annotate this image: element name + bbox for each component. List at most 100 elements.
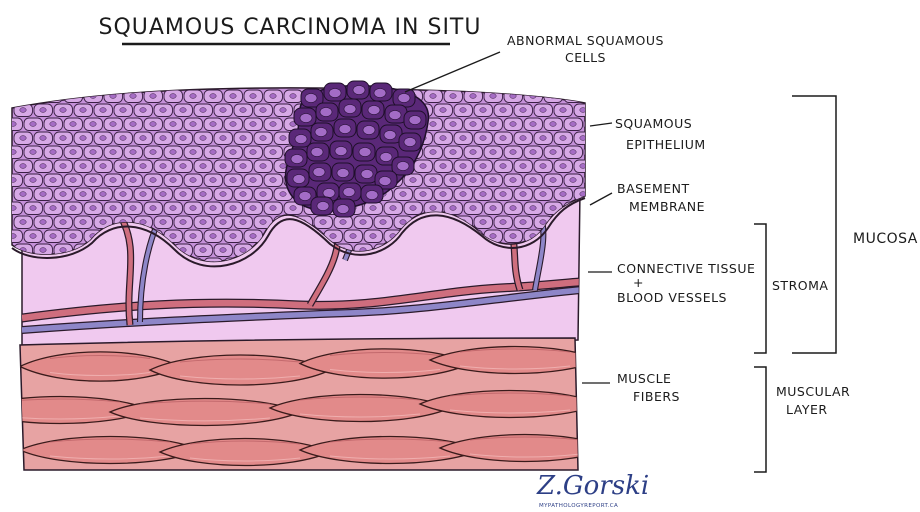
abnormal-cell — [309, 163, 331, 181]
epithelial-cell — [364, 202, 383, 215]
epithelial-cell — [554, 188, 573, 201]
epithelial-cell — [564, 174, 583, 187]
epithelial-cell — [204, 118, 223, 131]
epithelial-cell — [444, 90, 463, 103]
epithelial-cell — [54, 160, 73, 173]
epithelial-cell — [64, 146, 83, 159]
epithelial-cell — [64, 174, 83, 187]
epithelial-cell — [204, 90, 223, 103]
epithelial-cell — [144, 118, 163, 131]
epithelial-cell — [104, 174, 123, 187]
abnormal-cell — [353, 143, 375, 161]
epithelial-cell — [154, 188, 173, 201]
epithelial-cell — [554, 132, 573, 145]
epithelial-cell — [264, 146, 283, 159]
leader-squamous-epithelium — [590, 123, 612, 126]
epithelial-cell — [554, 104, 573, 117]
abnormal-cell — [333, 199, 355, 217]
epithelial-cell — [234, 160, 253, 173]
epithelial-cell — [14, 160, 33, 173]
epithelial-cell — [194, 104, 213, 117]
muscle-layer — [0, 338, 610, 470]
epithelial-cell — [4, 146, 23, 159]
abnormal-cell — [362, 101, 384, 119]
label-connective-2: BLOOD VESSELS — [617, 290, 727, 305]
epithelial-cell — [534, 104, 553, 117]
epithelial-cell — [524, 146, 543, 159]
epithelial-cell — [144, 174, 163, 187]
epithelial-cell — [164, 174, 183, 187]
epithelial-cell — [24, 146, 43, 159]
epithelial-cell — [114, 104, 133, 117]
leader-basement-membrane — [590, 193, 612, 205]
epithelial-cell — [154, 104, 173, 117]
abnormal-cell — [361, 185, 383, 203]
mucosa-bracket — [792, 96, 836, 353]
epithelial-cell — [474, 188, 493, 201]
epithelial-cell — [64, 230, 83, 243]
epithelial-cell — [564, 146, 583, 159]
epithelial-cell — [594, 216, 613, 229]
label-basement-1: BASEMENT — [617, 181, 690, 196]
epithelial-cell — [264, 202, 283, 215]
epithelial-cell — [254, 188, 273, 201]
epithelial-cell — [584, 90, 603, 103]
abnormal-cell — [370, 83, 392, 101]
epithelial-cell — [434, 160, 453, 173]
epithelial-cell — [474, 104, 493, 117]
label-muscle-1: MUSCLE — [617, 371, 671, 386]
epithelial-cell — [114, 132, 133, 145]
epithelial-cell — [134, 188, 153, 201]
epithelial-cell — [184, 174, 203, 187]
epithelial-cell — [34, 188, 53, 201]
epithelial-cell — [544, 146, 563, 159]
epithelial-cell — [574, 160, 593, 173]
epithelial-cell — [214, 188, 233, 201]
epithelial-cell — [4, 118, 23, 131]
epithelial-cell — [34, 132, 53, 145]
epithelial-cell — [354, 216, 373, 229]
abnormal-cell — [355, 165, 377, 183]
epithelial-cell — [74, 132, 93, 145]
epithelial-cell — [14, 188, 33, 201]
epithelial-cell — [214, 160, 233, 173]
epithelial-cell — [514, 132, 533, 145]
label-muscular-2: LAYER — [786, 402, 828, 417]
epithelial-cell — [454, 160, 473, 173]
label-muscular-1: MUSCULAR — [776, 384, 850, 399]
epithelial-cell — [244, 90, 263, 103]
epithelial-cell — [14, 216, 33, 229]
label-basement-2: MEMBRANE — [629, 199, 705, 214]
epithelial-cell — [374, 216, 393, 229]
label-muscle-2: FIBERS — [633, 389, 680, 404]
epithelial-cell — [134, 160, 153, 173]
abnormal-cell — [399, 133, 421, 151]
epithelial-cell — [4, 202, 23, 215]
epithelial-cell — [504, 118, 523, 131]
epithelial-cell — [184, 230, 203, 243]
label-squamous-1: SQUAMOUS — [615, 116, 692, 131]
epithelial-cell — [24, 202, 43, 215]
epithelial-cell — [454, 104, 473, 117]
epithelial-cell — [264, 90, 283, 103]
epithelial-cell — [114, 160, 133, 173]
epithelial-cell — [284, 90, 303, 103]
epithelial-cell — [504, 146, 523, 159]
label-connective-1: CONNECTIVE TISSUE — [617, 261, 755, 276]
epithelial-cell — [174, 216, 193, 229]
signature-name: Z.Gorski — [536, 471, 649, 501]
epithelial-cell — [34, 160, 53, 173]
epithelial-cell — [254, 132, 273, 145]
abnormal-cell — [287, 169, 309, 187]
epithelial-cell — [524, 118, 543, 131]
epithelial-cell — [434, 104, 453, 117]
epithelial-cell — [4, 90, 23, 103]
abnormal-cell — [311, 197, 333, 215]
muscle-fibers — [0, 347, 610, 466]
epithelial-cell — [54, 104, 73, 117]
epithelial-cell — [524, 174, 543, 187]
epithelial-cell — [214, 132, 233, 145]
epithelial-cell — [204, 146, 223, 159]
abnormal-cell — [347, 81, 369, 99]
signature-site: MYPATHOLOGYREPORT.CA — [539, 503, 618, 509]
